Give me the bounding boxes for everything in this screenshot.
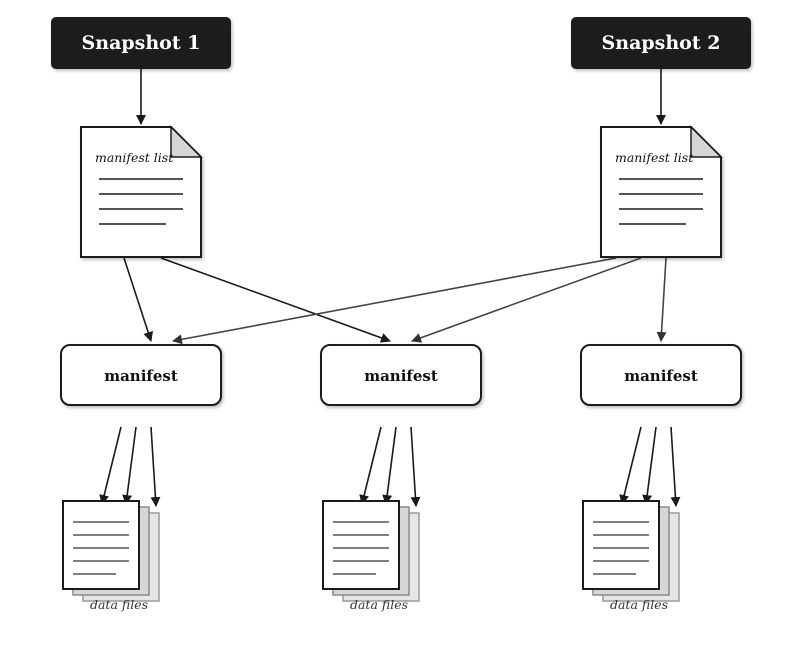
manifest-2-box: manifest (320, 344, 482, 406)
data-files-stack-2: data files (322, 500, 420, 612)
snapshot-1-box: Snapshot 1 (51, 17, 231, 69)
snapshot-1-label: Snapshot 1 (82, 32, 201, 54)
data-files-stack-1: data files (62, 500, 160, 612)
page-fold-icon (690, 125, 723, 158)
snapshot-2-label: Snapshot 2 (602, 32, 721, 54)
data-files-2-label: data files (350, 597, 408, 612)
text-lines-icon (99, 178, 183, 225)
text-lines-icon (619, 178, 703, 225)
snapshot-2-box: Snapshot 2 (571, 17, 751, 69)
manifest-1-box: manifest (60, 344, 222, 406)
manifest-1-label: manifest (104, 367, 178, 385)
text-lines-icon (333, 521, 389, 575)
manifest-list-2: manifest list (600, 125, 723, 258)
arrows-manifest1-to-data-files (99, 426, 161, 507)
data-files-3-label: data files (610, 597, 668, 612)
manifest-3-box: manifest (580, 344, 742, 406)
arrow-ml1-to-manifest2 (160, 257, 391, 343)
data-files-stack-3: data files (582, 500, 680, 612)
arrows-manifest2-to-data-files (359, 426, 421, 507)
text-lines-icon (73, 521, 129, 575)
manifest-list-1: manifest list (80, 125, 203, 258)
data-files-1-label: data files (90, 597, 148, 612)
arrow-ml1-to-manifest1 (123, 257, 153, 342)
arrow-ml2-to-manifest2 (411, 257, 642, 343)
manifest-list-1-label: manifest list (95, 150, 174, 165)
manifest-3-label: manifest (624, 367, 698, 385)
arrows-manifest3-to-data-files (619, 426, 681, 507)
manifest-2-label: manifest (364, 367, 438, 385)
arrow-ml2-to-manifest1 (172, 257, 617, 345)
page-fold-icon (170, 125, 203, 158)
arrow-ml2-to-manifest3 (656, 257, 667, 342)
text-lines-icon (593, 521, 649, 575)
manifest-list-2-label: manifest list (615, 150, 694, 165)
